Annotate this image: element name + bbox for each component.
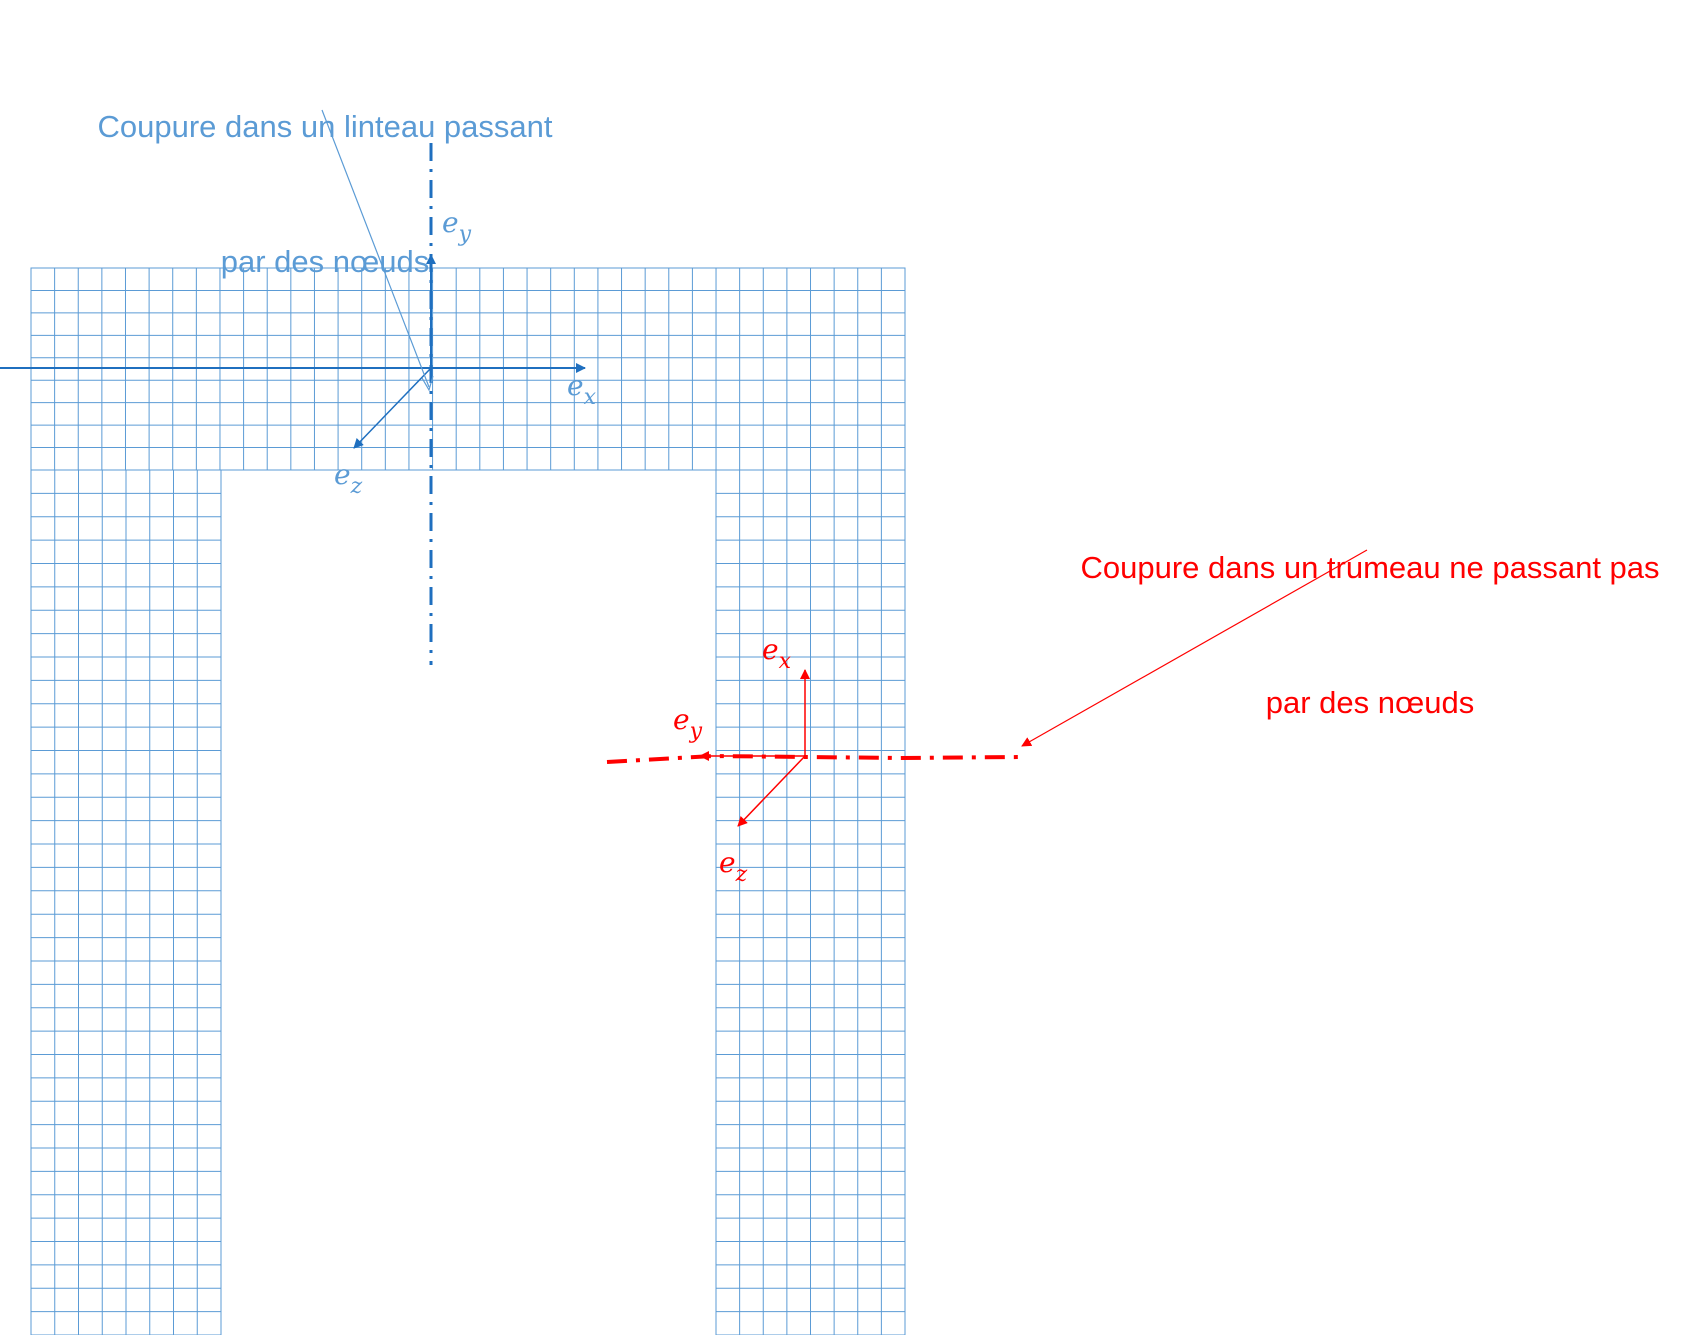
red-ey-label: ey [673,703,703,744]
blue-ez-arrow [353,367,432,449]
blue-leader-arrowhead [421,375,434,392]
blue-callout-leader [321,109,430,388]
red-ex-label: ex [762,633,792,674]
red-ez-label: ez [719,846,748,887]
red-ez-arrow [737,755,806,827]
blue-ey-label: ey [442,206,472,247]
red-callout-leader [1021,549,1368,747]
blue-ez-label: ez [334,458,363,499]
red-cut-line [606,753,1023,764]
callout-trumeau-line2: par des nœuds [1265,685,1475,720]
red-local-frame: ex ey ez [606,549,1368,887]
mesh-trumeau-left [30,469,222,1335]
callout-linteau: Coupure dans un linteau passant par des … [30,14,620,329]
callout-linteau-line2: par des nœuds [220,244,430,279]
blue-local-frame: ey ex ez [0,109,597,665]
mesh-trumeau-right [715,469,906,1335]
callout-linteau-line1: Coupure dans un linteau passant [97,109,553,144]
callout-trumeau-line1: Coupure dans un trumeau ne passant pas [1080,550,1660,585]
callout-trumeau: Coupure dans un trumeau ne passant pas p… [1030,455,1705,770]
blue-ex-label: ex [567,369,597,410]
